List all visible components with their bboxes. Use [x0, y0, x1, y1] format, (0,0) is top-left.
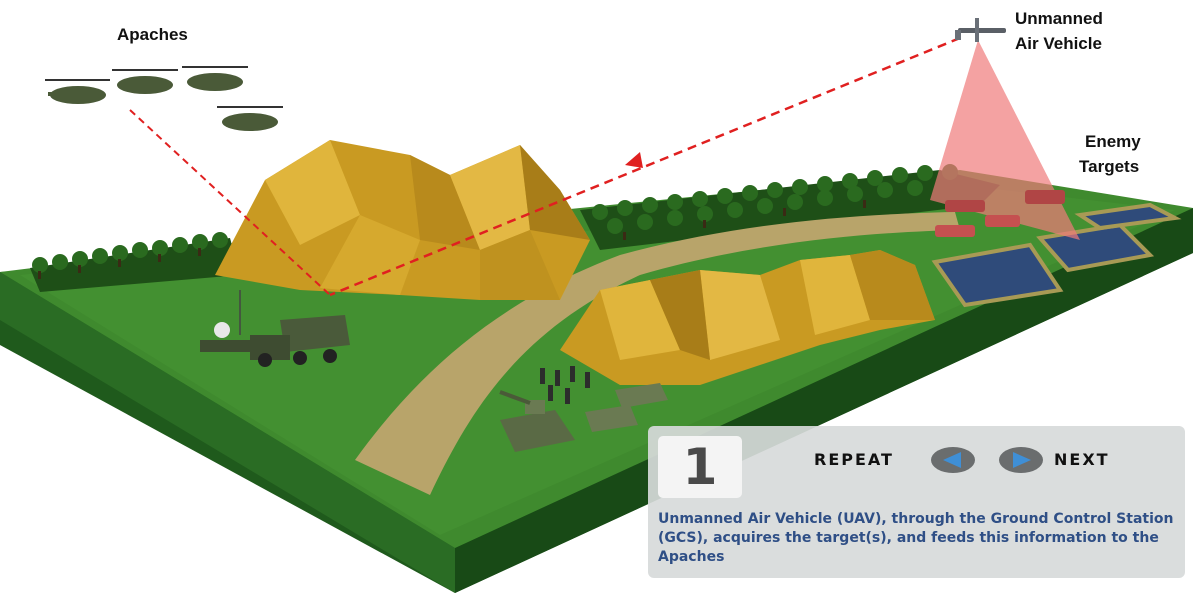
apache-helicopters-icon — [45, 66, 283, 131]
info-panel: 1 REPEAT NEXT Unmanned Air Vehicle (UAV)… — [648, 426, 1185, 578]
uav-icon — [955, 18, 1006, 42]
arrow-right-icon — [999, 447, 1043, 473]
ponds — [931, 202, 1182, 308]
uav-label-line1: Unmanned — [1015, 9, 1103, 28]
apaches-label: Apaches — [117, 25, 188, 44]
mountains-large — [215, 140, 590, 300]
next-label: NEXT — [1054, 450, 1110, 469]
apache-link-line — [129, 109, 331, 296]
step-description: Unmanned Air Vehicle (UAV), through the … — [658, 511, 1174, 565]
arrow-left-icon — [931, 447, 975, 473]
mountains-small — [560, 250, 935, 385]
targets-label-line1: Enemy — [1085, 132, 1141, 151]
enemy-tanks — [935, 190, 1065, 237]
ground-control-station-truck — [200, 290, 350, 367]
friendly-forces — [499, 366, 668, 452]
targets-label-line2: Targets — [1079, 157, 1140, 176]
step-indicator: 1 — [658, 436, 742, 498]
uav-signal-line — [329, 36, 961, 297]
step-number: 1 — [682, 438, 718, 496]
forest — [30, 164, 1000, 292]
repeat-button[interactable] — [930, 446, 976, 474]
repeat-label: REPEAT — [814, 450, 894, 469]
dirt-road — [355, 212, 960, 495]
next-button[interactable] — [998, 446, 1044, 474]
uav-label-line2: Air Vehicle — [1015, 34, 1102, 53]
signal-arrowhead — [625, 152, 643, 168]
